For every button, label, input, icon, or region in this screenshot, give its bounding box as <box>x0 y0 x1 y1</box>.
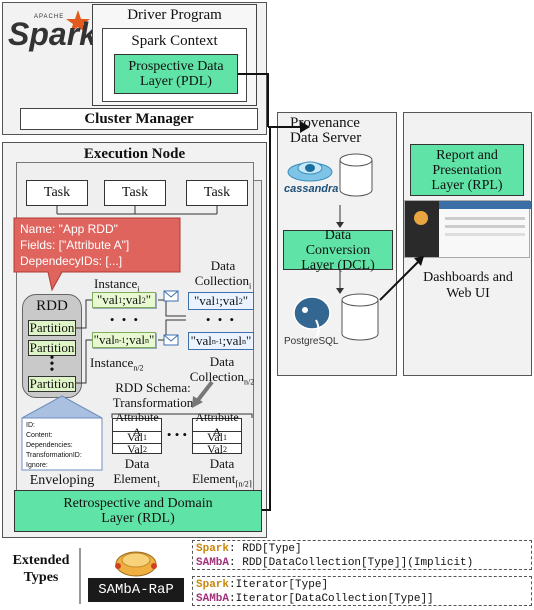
type-row-spark-rdd: Spark: RDD[Type] <box>196 543 302 555</box>
dashboard-row-1 <box>445 217 525 220</box>
partition-ellipsis: ••• <box>49 351 55 378</box>
task-box-1: Task <box>26 180 88 206</box>
instance-ellipsis: • • • <box>109 312 141 327</box>
env-field-content: Content: <box>26 432 53 439</box>
env-field-ignore: Ignore: <box>26 462 48 469</box>
provenance-server-title: Provenance Data Server <box>290 115 362 146</box>
dashboard-logo-icon <box>414 211 428 225</box>
spark-logo-small: APACHE <box>34 14 65 20</box>
partition-2: Partition <box>28 340 76 356</box>
instance-label-bottom: Instancen/2 <box>90 355 144 373</box>
cassandra-label: cassandra <box>284 183 339 195</box>
dashboards-label: Dashboards and Web UI <box>423 270 513 301</box>
enveloping-fields: ID: Content: Dependencies: Transformatio… <box>26 421 100 471</box>
cluster-manager-box: Cluster Manager <box>20 108 258 130</box>
rdd-label: RDD <box>36 297 68 314</box>
dashboard-header <box>439 201 531 209</box>
eye-icon <box>305 164 315 172</box>
dashboard-sidebar <box>405 201 439 257</box>
dcl-box: Data Conversion Layer (DCL) <box>283 228 393 273</box>
extended-types-label: Extended Types <box>12 553 70 585</box>
instance-label-top: Instancei <box>94 276 140 294</box>
callout-deps: DependecyIDs: [...] <box>20 254 123 268</box>
task-box-2: Task <box>104 180 166 206</box>
spark-context-title: Spark Context <box>131 32 218 49</box>
dashboard-row-2 <box>445 225 525 228</box>
dashboard-row-3 <box>445 233 525 236</box>
spark-logo-text: Spark <box>8 16 97 52</box>
partition-1: Partition <box>28 320 76 336</box>
type-row-samba-rdd: SAMbA: RDD[DataCollection[Type]](Implici… <box>196 557 474 569</box>
data-collection-ellipsis: • • • <box>205 312 237 327</box>
dashboard-screenshot <box>404 200 531 258</box>
rdd-schema-label: RDD Schema: Transformation <box>112 380 194 410</box>
partition-3: Partition <box>28 376 76 392</box>
env-field-transformation: TransformationID: <box>26 452 82 459</box>
envelope-icon-top <box>163 290 179 302</box>
rpl-box: Report and Presentation Layer (RPL) <box>410 144 524 196</box>
type-row-spark-iterator: Spark:Iterator[Type] <box>196 579 329 591</box>
env-field-deps: Dependencies: <box>26 442 73 449</box>
samba-rap-logo: SAMbA-RaP <box>88 578 184 602</box>
spark-logo: APACHE Spark <box>8 6 98 56</box>
driver-program-title: Driver Program <box>127 6 222 23</box>
env-field-id: ID: <box>26 422 35 429</box>
spark-star-icon <box>66 10 90 33</box>
callout-name: Name: "App RDD" <box>20 222 118 236</box>
task-box-3: Task <box>186 180 248 206</box>
envelope-icon-bottom <box>163 334 179 346</box>
callout-fields: Fields: ["Attribute A"] <box>20 238 130 252</box>
pdl-box: Prospective Data Layer (PDL) <box>114 54 238 94</box>
type-row-samba-iterator: SAMbA:Iterator[DataCollection[Type]] <box>196 593 434 605</box>
types-box-rdd: Spark: RDD[Type] SAMbA: RDD[DataCollecti… <box>192 540 532 570</box>
types-box-iterator: Spark:Iterator[Type] SAMbA:Iterator[Data… <box>192 576 532 606</box>
enveloping-label: Enveloping <box>29 472 95 488</box>
rdl-box: Retrospective and Domain Layer (RDL) <box>14 490 262 532</box>
postgresql-label: PostgreSQL <box>284 336 339 347</box>
attribute-table-ellipsis: • • • <box>166 427 188 442</box>
execution-node-title: Execution Node <box>83 145 186 162</box>
elephant-icon <box>293 296 331 341</box>
